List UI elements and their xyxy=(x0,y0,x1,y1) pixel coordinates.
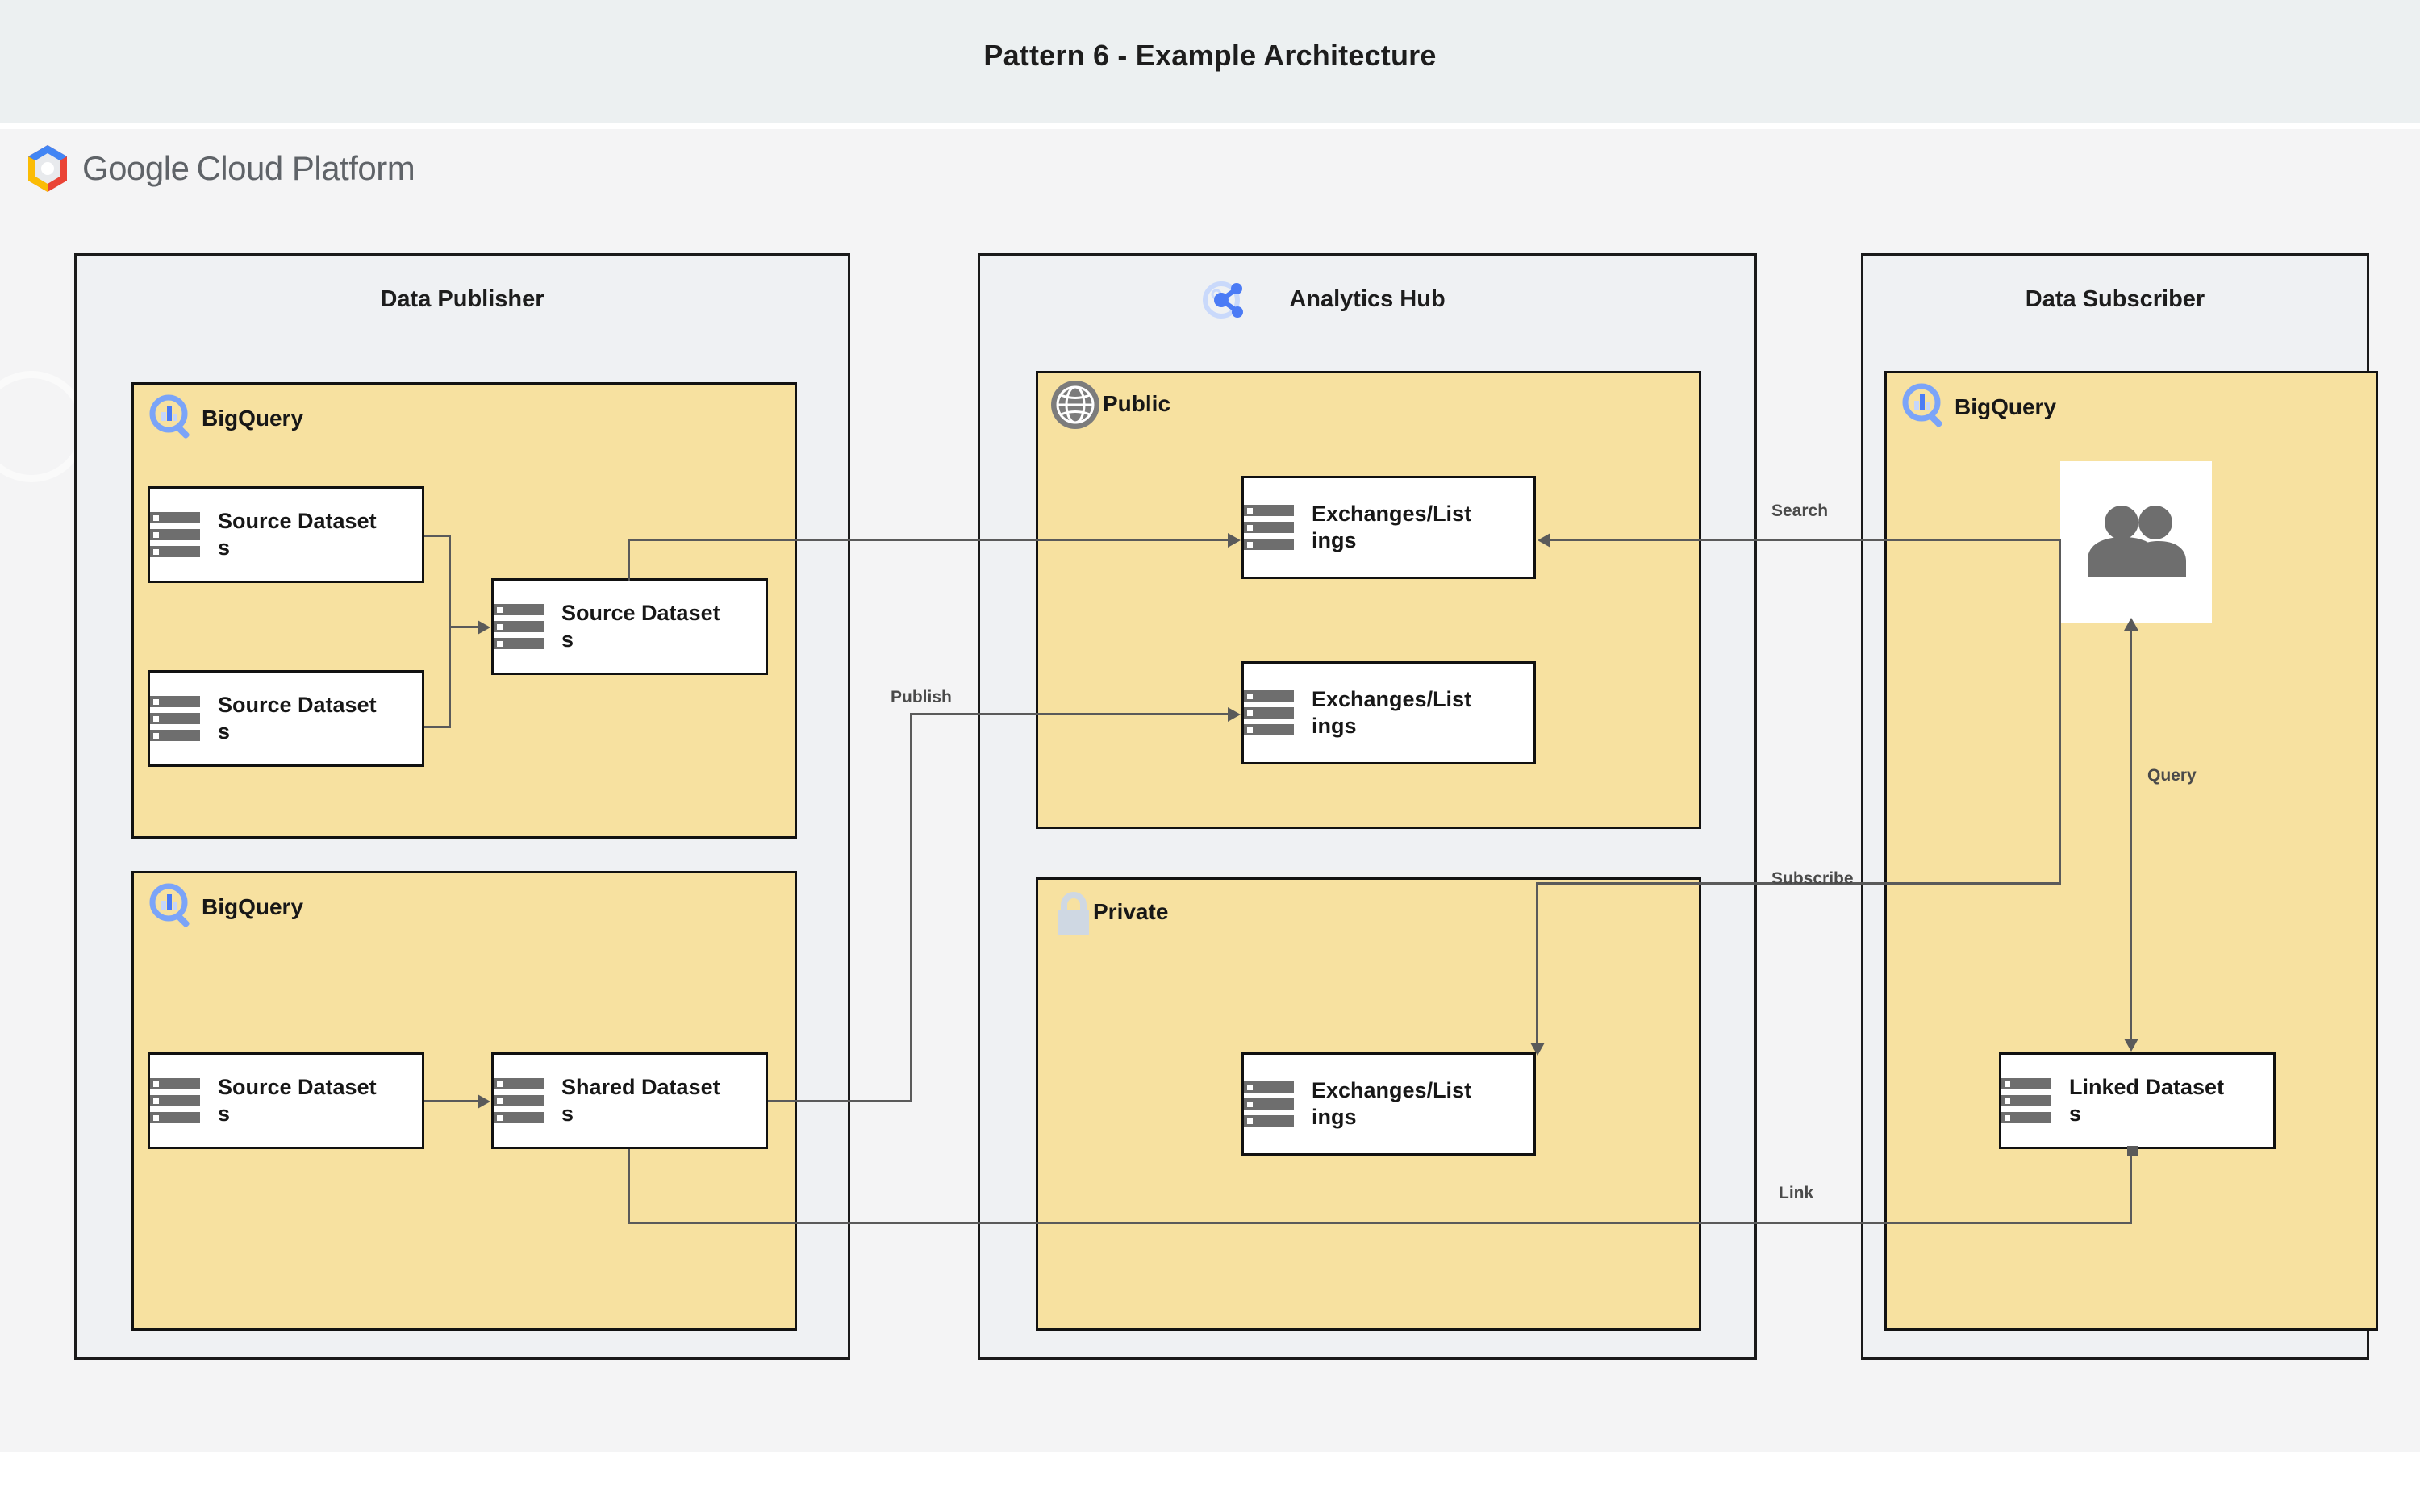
node-pub-shared[interactable]: Shared Datasets xyxy=(491,1052,768,1149)
node-sub-linked[interactable]: Linked Datasets xyxy=(1999,1052,2276,1149)
node-hub-listing-1[interactable]: Exchanges/Listings xyxy=(1241,476,1536,579)
node-label-pub-source-3: Source Datasets xyxy=(561,601,720,652)
connector-source1-out xyxy=(424,535,451,537)
panel-header-subscriber-bigquery: BigQuery xyxy=(1900,383,2057,430)
arrowhead-to-shared xyxy=(478,1094,490,1109)
zone-title-data-publisher: Data Publisher xyxy=(380,286,544,312)
title-band: Pattern 6 - Example Architecture xyxy=(0,0,2420,123)
panel-label-bigquery-top: BigQuery xyxy=(202,406,304,431)
connector-merge-vertical xyxy=(449,535,451,728)
people-icon xyxy=(2084,503,2188,581)
node-label-pub-source-4: Source Datasets xyxy=(218,1075,377,1126)
panel-label-bigquery-bottom: BigQuery xyxy=(202,894,304,919)
bigquery-icon xyxy=(147,393,198,444)
node-label-hub-listing-2: Exchanges/Listings xyxy=(1312,687,1472,738)
dataset-icon xyxy=(150,1078,200,1123)
panel-header-public: Public xyxy=(1049,379,1171,429)
panel-header-private: Private xyxy=(1053,889,1168,935)
connector-publish-2a xyxy=(768,1100,912,1102)
bigquery-icon xyxy=(1900,381,1951,433)
connector-subscribe-drop xyxy=(2059,539,2061,884)
arrowhead-query-down xyxy=(2124,1039,2138,1052)
arrowhead-subscribe xyxy=(1530,1043,1545,1056)
edge-label-link: Link xyxy=(1779,1184,1814,1202)
connector-publish-2b xyxy=(910,713,1236,715)
panel-label-subscriber-bigquery: BigQuery xyxy=(1955,394,2057,419)
node-hub-listing-3[interactable]: Exchanges/Listings xyxy=(1241,1052,1536,1156)
connector-source2-out xyxy=(424,726,451,728)
connector-publish-1 xyxy=(628,539,1236,541)
dataset-icon xyxy=(1244,690,1294,735)
edge-label-search: Search xyxy=(1771,502,1829,520)
connector-source4-to-shared xyxy=(424,1100,478,1102)
node-label-pub-source-1: Source Datasets xyxy=(218,509,377,560)
connector-publish-riser xyxy=(628,539,630,581)
node-label-pub-shared: Shared Datasets xyxy=(561,1075,720,1126)
node-label-pub-source-2: Source Datasets xyxy=(218,693,377,744)
edge-label-query: Query xyxy=(2147,766,2197,785)
node-label-sub-linked: Linked Datasets xyxy=(2069,1075,2225,1126)
analytics-hub-icon xyxy=(1200,274,1245,319)
dataset-icon xyxy=(494,1078,544,1123)
dataset-icon xyxy=(2001,1078,2051,1123)
globe-icon xyxy=(1049,379,1099,429)
dataset-icon xyxy=(150,696,200,741)
dataset-icon xyxy=(494,604,544,649)
panel-label-private: Private xyxy=(1093,899,1169,924)
gcp-word-google: Google xyxy=(82,149,190,187)
connector-search xyxy=(1549,539,2060,541)
panel-hub-private: Private xyxy=(1036,877,1701,1331)
gcp-hexagon-icon xyxy=(24,144,71,194)
node-pub-source-4[interactable]: Source Datasets xyxy=(148,1052,424,1149)
arrowhead-publish-1 xyxy=(1228,533,1241,548)
arrowhead-to-source3 xyxy=(478,620,490,635)
panel-header-bigquery-bottom: BigQuery xyxy=(147,883,304,930)
page-title: Pattern 6 - Example Architecture xyxy=(983,39,1437,72)
node-pub-source-3[interactable]: Source Datasets xyxy=(491,578,768,675)
connector-link-run xyxy=(628,1222,2132,1224)
connector-query xyxy=(2130,629,2132,1048)
connector-merge-to-source3 xyxy=(449,626,479,628)
connector-publish-2-riser xyxy=(910,713,912,1102)
connector-subscribe-run xyxy=(1536,882,2061,885)
zone-title-data-subscriber: Data Subscriber xyxy=(2025,286,2205,312)
node-label-hub-listing-1: Exchanges/Listings xyxy=(1312,502,1472,552)
panel-header-bigquery-top: BigQuery xyxy=(147,393,304,444)
connector-subscribe-down xyxy=(1536,882,1538,1048)
zone-title-analytics-hub: Analytics Hub xyxy=(1289,286,1446,312)
arrowhead-query xyxy=(2124,618,2138,631)
connector-link-riser xyxy=(2130,1149,2132,1223)
edge-label-publish: Publish xyxy=(891,688,952,706)
lock-icon xyxy=(1053,889,1090,935)
node-sub-users[interactable] xyxy=(2060,461,2212,623)
connector-link-drop xyxy=(628,1149,630,1224)
panel-label-public: Public xyxy=(1103,391,1171,416)
node-pub-source-2[interactable]: Source Datasets xyxy=(148,670,424,767)
dataset-icon xyxy=(150,512,200,557)
dataset-icon xyxy=(1244,1081,1294,1127)
dataset-icon xyxy=(1244,505,1294,550)
node-label-hub-listing-3: Exchanges/Listings xyxy=(1312,1078,1472,1129)
edge-label-subscribe: Subscribe xyxy=(1771,869,1854,888)
node-pub-source-1[interactable]: Source Datasets xyxy=(148,486,424,583)
gcp-word-cloud-platform: Cloud Platform xyxy=(196,149,415,187)
bigquery-icon xyxy=(147,881,198,933)
node-hub-listing-2[interactable]: Exchanges/Listings xyxy=(1241,661,1536,764)
arrowhead-search xyxy=(1538,533,1550,548)
connector-link-endpoint xyxy=(2127,1146,2138,1156)
arrowhead-publish-2 xyxy=(1228,707,1241,722)
